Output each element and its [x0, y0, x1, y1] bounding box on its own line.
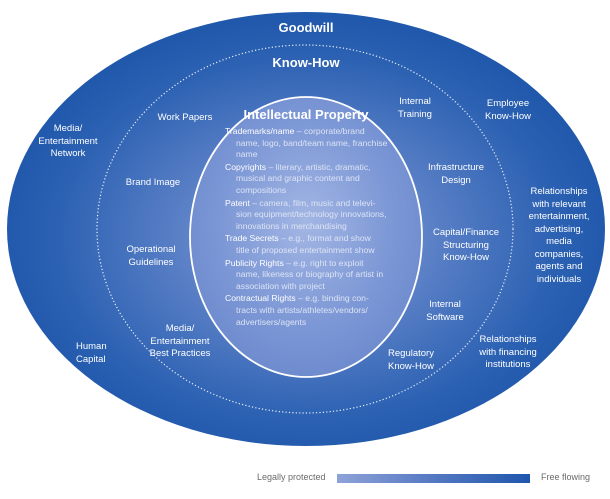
ip-term: Patent [225, 197, 250, 208]
ip-desc-cont: musical and graphic content and composit… [236, 173, 360, 195]
ip-desc-cont: name, logo, band/team name, franchise na… [236, 137, 388, 160]
label-internal-software: Internal Software [426, 299, 464, 323]
ip-term: Trademarks/name [225, 126, 295, 136]
label-operational-guidelines: Operational Guidelines [126, 244, 176, 268]
ip-term: Copyrights [225, 161, 267, 172]
ip-term: Contractual Rights [225, 293, 296, 304]
ip-item-patent: Patent – camera, film, music and televi-… [225, 198, 405, 233]
label-media-network: Media/ Entertainment Network [38, 123, 98, 159]
ip-desc: – e.g., format and show [278, 233, 371, 244]
ip-desc-cont: name, likeness or biography of artist in… [236, 269, 384, 291]
ip-desc-cont: tracts with artists/athletes/vendors/ ad… [236, 304, 368, 327]
ip-item-publicity-rights: Publicity Rights – e.g. right to exploit… [225, 258, 405, 293]
label-human-capital: Human Capital [76, 341, 107, 365]
label-work-papers: Work Papers [157, 112, 213, 123]
legend-gradient-bar [337, 474, 530, 483]
legend: Legally protected Free flowing [0, 470, 610, 490]
ip-item-contractual-rights: Contractual Rights – e.g. binding con- t… [225, 293, 405, 328]
know-how-title: Know-How [272, 55, 340, 70]
intellectual-property-list: Trademarks/name – corporate/brand name, … [225, 126, 405, 329]
ip-item-trade-secrets: Trade Secrets – e.g., format and show ti… [225, 233, 405, 256]
label-capital-finance: Capital/Finance Structuring Know-How [432, 227, 499, 263]
ip-term: Trade Secrets [225, 233, 279, 244]
label-regulatory-know-how: Regulatory Know-How [388, 348, 434, 372]
ip-desc-cont: title of proposed entertainment show [236, 244, 375, 255]
ip-desc: – camera, film, music and televi- [249, 197, 376, 208]
label-brand-image: Brand Image [125, 177, 181, 188]
ip-desc: – corporate/brand [294, 126, 365, 136]
ip-desc: – e.g. binding con- [295, 293, 369, 304]
ip-desc: – e.g. right to exploit [283, 257, 364, 268]
ip-term: Publicity Rights [225, 257, 284, 268]
ip-desc: – literary, artistic, dramatic, [266, 161, 371, 172]
ip-diagram [7, 12, 605, 446]
legend-right-label: Free flowing [541, 472, 591, 482]
ip-item-copyrights: Copyrights – literary, artistic, dramati… [225, 162, 405, 197]
know-how-ellipse [96, 44, 514, 414]
label-infrastructure-design: Infrastructure Design [428, 162, 484, 186]
label-employee-know-how: Employee Know-How [485, 98, 531, 122]
intellectual-property-ellipse [189, 96, 423, 378]
ip-desc-cont: sion equipment/technology innovations, i… [236, 209, 387, 231]
label-internal-training: Internal Training [398, 96, 432, 120]
intellectual-property-title: Intellectual Property [243, 107, 369, 122]
ip-item-trademarks: Trademarks/name – corporate/brand name, … [225, 126, 405, 161]
label-media-best-practices: Media/ Entertainment Best Practices [149, 323, 211, 359]
goodwill-title: Goodwill [278, 20, 334, 35]
label-relationships-entertainment: Relationships with relevant entertainmen… [528, 186, 590, 285]
legend-left-label: Legally protected [257, 472, 326, 482]
label-relationships-financing: Relationships with financing institution… [479, 334, 537, 370]
